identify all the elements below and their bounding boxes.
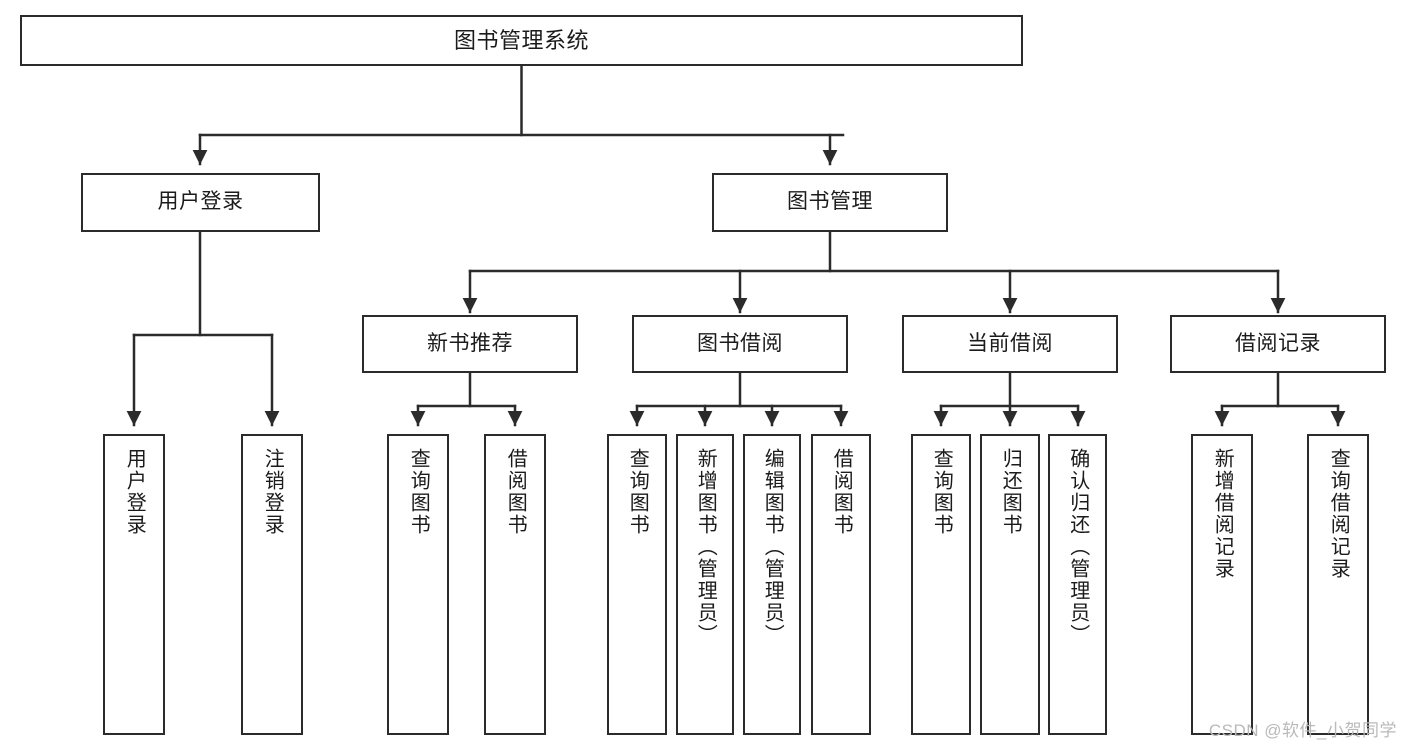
- leaf-add-record-label: 新增借阅记录: [1211, 448, 1234, 580]
- leaf-query-record[interactable]: 查询借阅记录: [1307, 434, 1369, 735]
- leaf-query-book-2[interactable]: 查询图书: [607, 434, 667, 735]
- leaf-add-book-label: 新增图书（管理员）: [694, 448, 717, 646]
- leaf-query-book-2-label: 查询图书: [626, 448, 649, 536]
- leaf-return-book[interactable]: 归还图书: [980, 434, 1040, 735]
- leaf-query-book-1[interactable]: 查询图书: [387, 434, 449, 735]
- node-user-login-label: 用户登录: [157, 190, 244, 214]
- node-current-borrow[interactable]: 当前借阅: [902, 315, 1118, 373]
- leaf-user-logout-label: 注销登录: [261, 448, 284, 536]
- leaf-add-record[interactable]: 新增借阅记录: [1191, 434, 1253, 735]
- node-current-borrow-label: 当前借阅: [967, 331, 1053, 355]
- leaf-confirm-return[interactable]: 确认归还（管理员）: [1048, 434, 1107, 735]
- leaf-return-book-label: 归还图书: [999, 448, 1022, 536]
- node-root[interactable]: 图书管理系统: [20, 15, 1023, 66]
- leaf-query-book-3-label: 查询图书: [930, 448, 953, 536]
- csdn-watermark: CSDN @软件_小贺同学: [1208, 721, 1397, 740]
- node-book-borrow[interactable]: 图书借阅: [632, 315, 848, 373]
- leaf-user-login[interactable]: 用户登录: [103, 434, 165, 735]
- node-book-borrow-label: 图书借阅: [697, 331, 783, 355]
- node-book-manage-label: 图书管理: [787, 190, 873, 214]
- leaf-query-book-3[interactable]: 查询图书: [911, 434, 971, 735]
- leaf-query-book-1-label: 查询图书: [407, 448, 430, 536]
- node-borrow-record[interactable]: 借阅记录: [1170, 315, 1386, 373]
- leaf-borrow-book-1[interactable]: 借阅图书: [484, 434, 546, 735]
- node-new-book-recommend[interactable]: 新书推荐: [362, 315, 578, 373]
- leaf-query-record-label: 查询借阅记录: [1327, 448, 1350, 580]
- leaf-confirm-return-label: 确认归还（管理员）: [1066, 448, 1089, 646]
- leaf-borrow-book-2[interactable]: 借阅图书: [811, 434, 871, 735]
- leaf-edit-book[interactable]: 编辑图书（管理员）: [743, 434, 801, 735]
- node-root-label: 图书管理系统: [453, 27, 589, 53]
- leaf-borrow-book-1-label: 借阅图书: [504, 448, 527, 536]
- node-book-manage[interactable]: 图书管理: [712, 173, 948, 232]
- leaf-user-login-label: 用户登录: [123, 448, 146, 536]
- leaf-user-logout[interactable]: 注销登录: [241, 434, 303, 735]
- node-user-login[interactable]: 用户登录: [81, 173, 320, 232]
- node-new-book-recommend-label: 新书推荐: [427, 331, 513, 355]
- leaf-borrow-book-2-label: 借阅图书: [830, 448, 853, 536]
- leaf-add-book[interactable]: 新增图书（管理员）: [676, 434, 734, 735]
- leaf-edit-book-label: 编辑图书（管理员）: [761, 448, 784, 646]
- node-borrow-record-label: 借阅记录: [1235, 331, 1321, 355]
